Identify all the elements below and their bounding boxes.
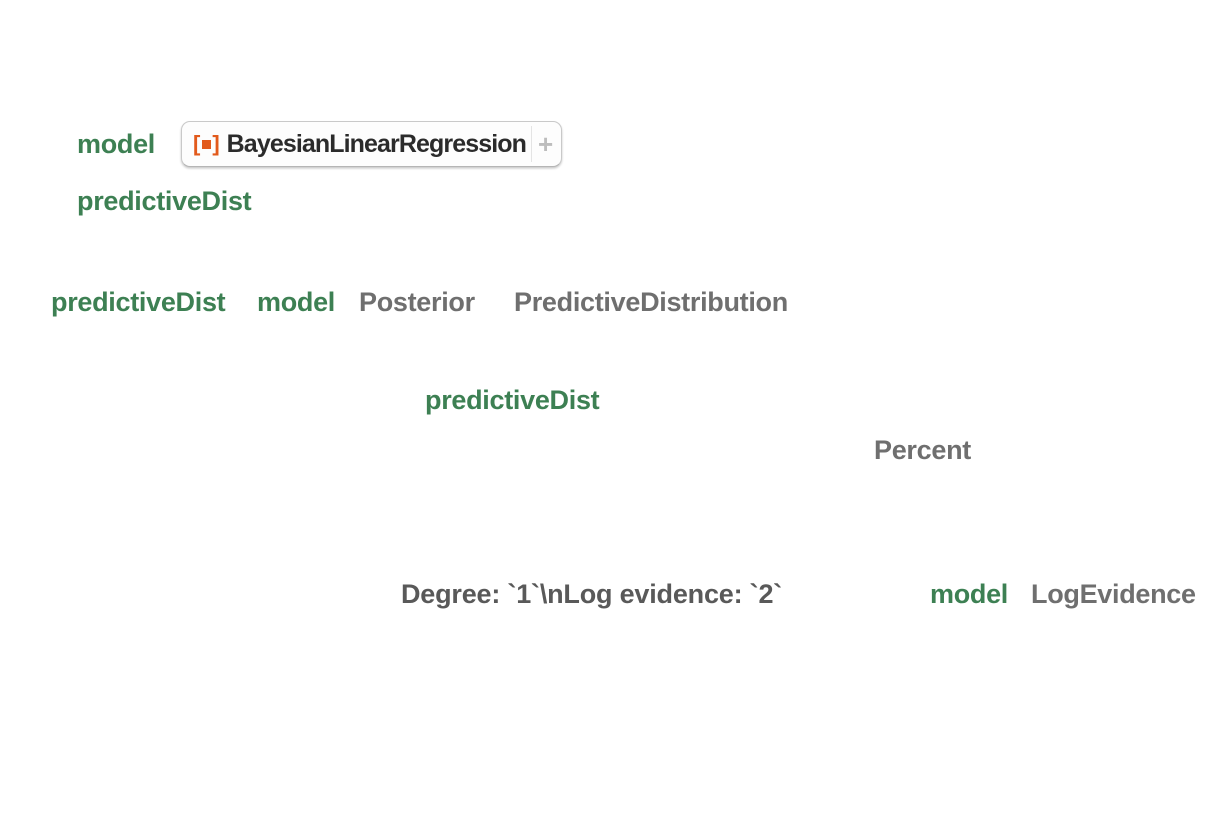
expand-plus-button[interactable]: + — [538, 129, 554, 159]
resource-function-divider — [531, 126, 533, 162]
resource-function-icon-square — [201, 139, 211, 149]
string-percent[interactable]: Percent — [874, 435, 971, 465]
string-degree-template[interactable]: Degree: `1`\nLog evidence: `2` — [401, 579, 783, 609]
string-log-evidence[interactable]: LogEvidence — [1031, 579, 1196, 609]
resource-function-icon-bracket-left: [ — [193, 131, 201, 156]
symbol-predictivedist-1[interactable]: predictiveDist — [77, 186, 252, 216]
symbol-model-1[interactable]: model — [77, 129, 156, 159]
string-predictive-distribution[interactable]: PredictiveDistribution — [514, 287, 788, 317]
resource-function-icon: [] — [193, 133, 220, 155]
string-posterior[interactable]: Posterior — [359, 287, 475, 317]
resource-function-name[interactable]: BayesianLinearRegression — [226, 129, 527, 158]
resource-function-icon-bracket-right: ] — [212, 131, 220, 156]
symbol-model-2[interactable]: model — [257, 287, 336, 317]
symbol-predictivedist-2[interactable]: predictiveDist — [51, 287, 226, 317]
symbol-model-3[interactable]: model — [930, 579, 1009, 609]
symbol-predictivedist-3[interactable]: predictiveDist — [425, 385, 600, 415]
resource-function-box[interactable]: [] BayesianLinearRegression + — [181, 121, 563, 167]
